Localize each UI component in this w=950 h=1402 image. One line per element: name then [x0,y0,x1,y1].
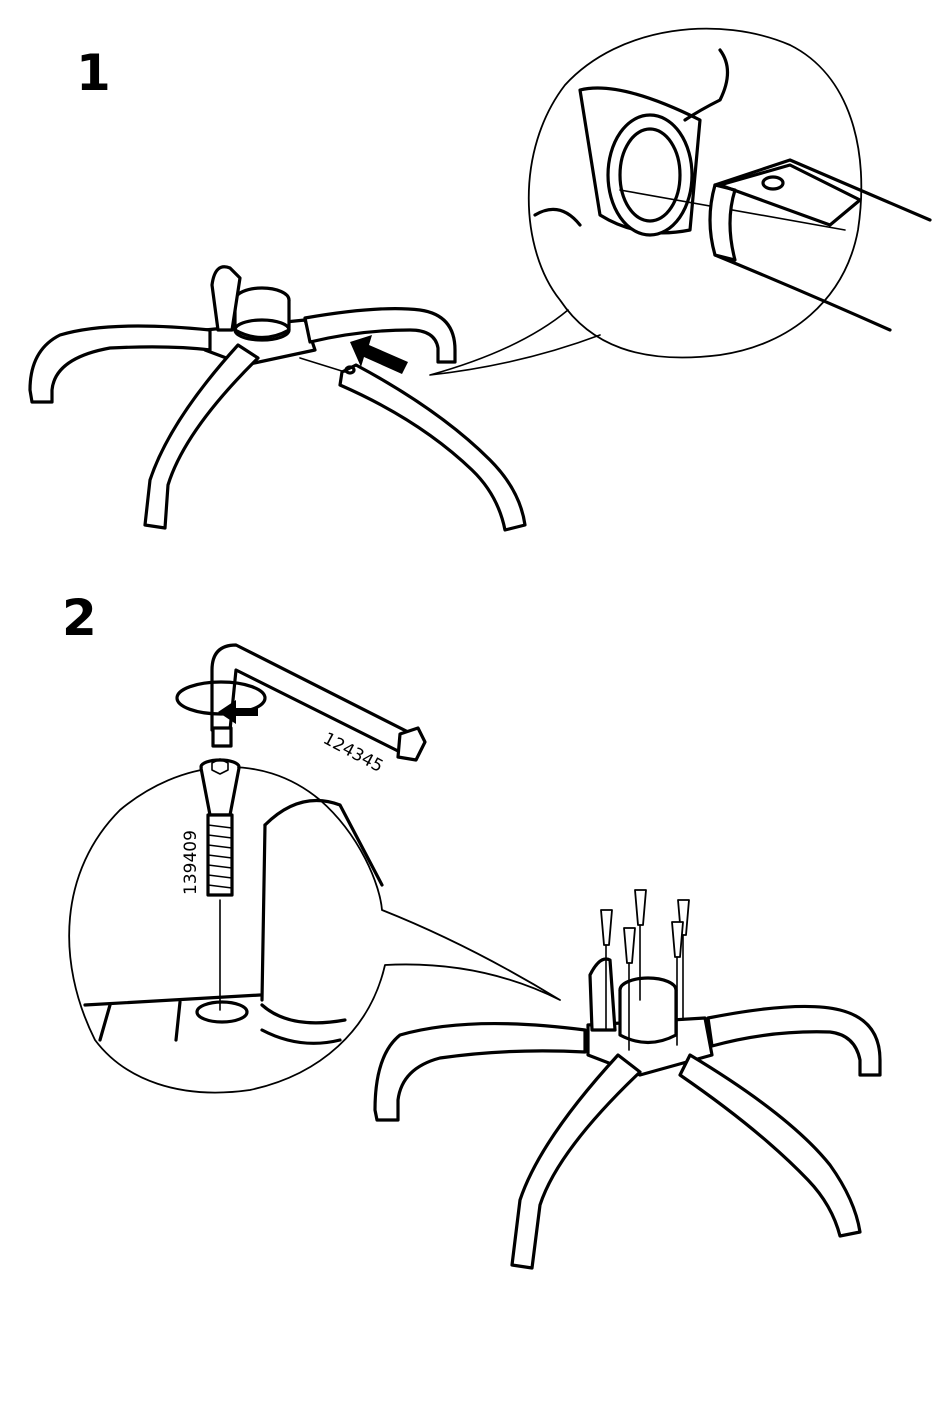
bolt-detail [201,759,239,895]
detail-callout-step1 [430,29,930,375]
step-2-illustration: 124345 [69,645,880,1268]
bolt-part-number: 139409 [181,830,201,895]
step-1-illustration [30,29,930,530]
allen-key [212,645,425,760]
